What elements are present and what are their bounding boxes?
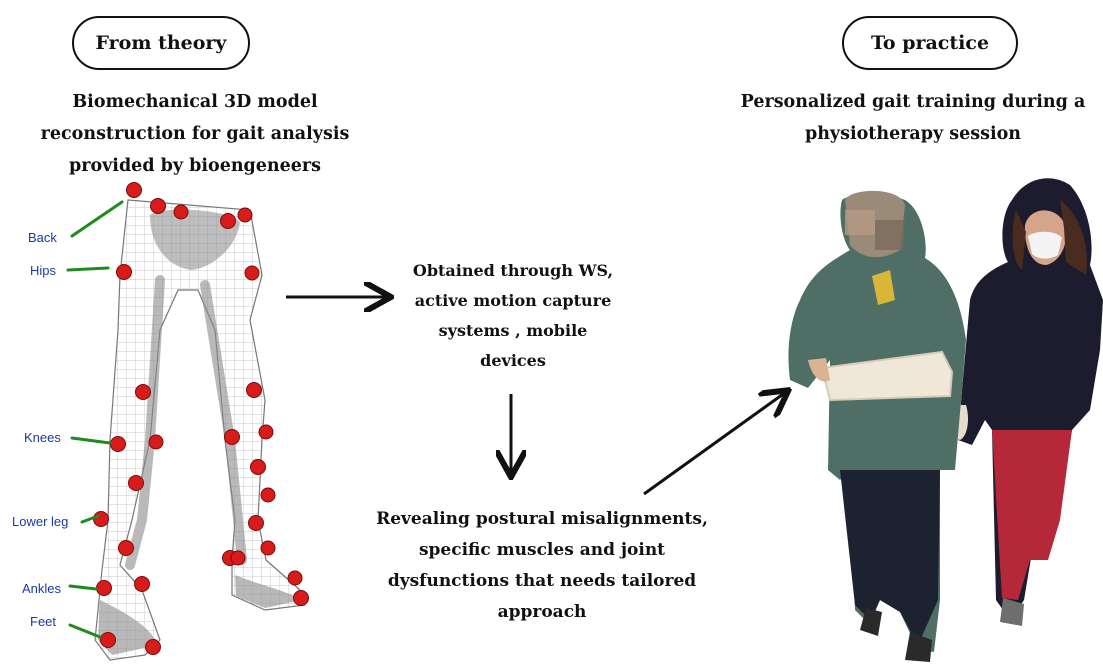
marker-dot (149, 435, 163, 449)
marker-dot (261, 541, 275, 555)
step-1-line: systems , mobile (392, 316, 634, 346)
marker-dot (174, 205, 188, 219)
back-pointer (72, 202, 122, 236)
marker-dot (129, 476, 144, 491)
step-revealing: Revealing postural misalignments, specif… (352, 504, 732, 628)
step-2-line: approach (352, 597, 732, 628)
step-2-line: dysfunctions that needs tailored (352, 566, 732, 597)
knees-pointer (72, 438, 110, 443)
physiotherapy-photo (788, 178, 1103, 662)
marker-dot (117, 265, 132, 280)
marker-dot (119, 541, 134, 556)
marker-dot (261, 488, 275, 502)
label-knees: Knees (24, 430, 61, 445)
marker-dot (151, 199, 166, 214)
marker-dot (245, 266, 259, 280)
marker-dot (231, 551, 245, 565)
marker-dot (294, 591, 309, 606)
ankles-pointer (70, 586, 96, 589)
label-feet: Feet (30, 614, 56, 629)
hips-pointer (68, 268, 108, 270)
step-2-line: Revealing postural misalignments, (352, 504, 732, 535)
marker-dot (101, 633, 116, 648)
arrow-to-practice (644, 392, 786, 494)
marker-dot (127, 183, 142, 198)
marker-dot (225, 430, 240, 445)
marker-dot (136, 385, 151, 400)
marker-dot (251, 460, 266, 475)
marker-dot (249, 516, 264, 531)
marker-dot (135, 577, 150, 592)
marker-dot (247, 383, 262, 398)
step-2-line: specific muscles and joint (352, 535, 732, 566)
marker-dot (97, 581, 112, 596)
marker-dot (94, 512, 109, 527)
marker-dot (111, 437, 126, 452)
marker-dot (259, 425, 273, 439)
label-ankles: Ankles (22, 581, 61, 596)
step-1-line: Obtained through WS, (392, 256, 634, 286)
step-obtained-through: Obtained through WS, active motion captu… (392, 256, 634, 376)
marker-dot (146, 640, 161, 655)
step-1-line: active motion capture (392, 286, 634, 316)
label-hips: Hips (30, 263, 56, 278)
label-lower-leg: Lower leg (12, 514, 68, 529)
marker-dot (221, 214, 236, 229)
marker-dot (238, 208, 252, 222)
step-1-line: devices (392, 346, 634, 376)
marker-dot (288, 571, 302, 585)
label-back: Back (28, 230, 57, 245)
